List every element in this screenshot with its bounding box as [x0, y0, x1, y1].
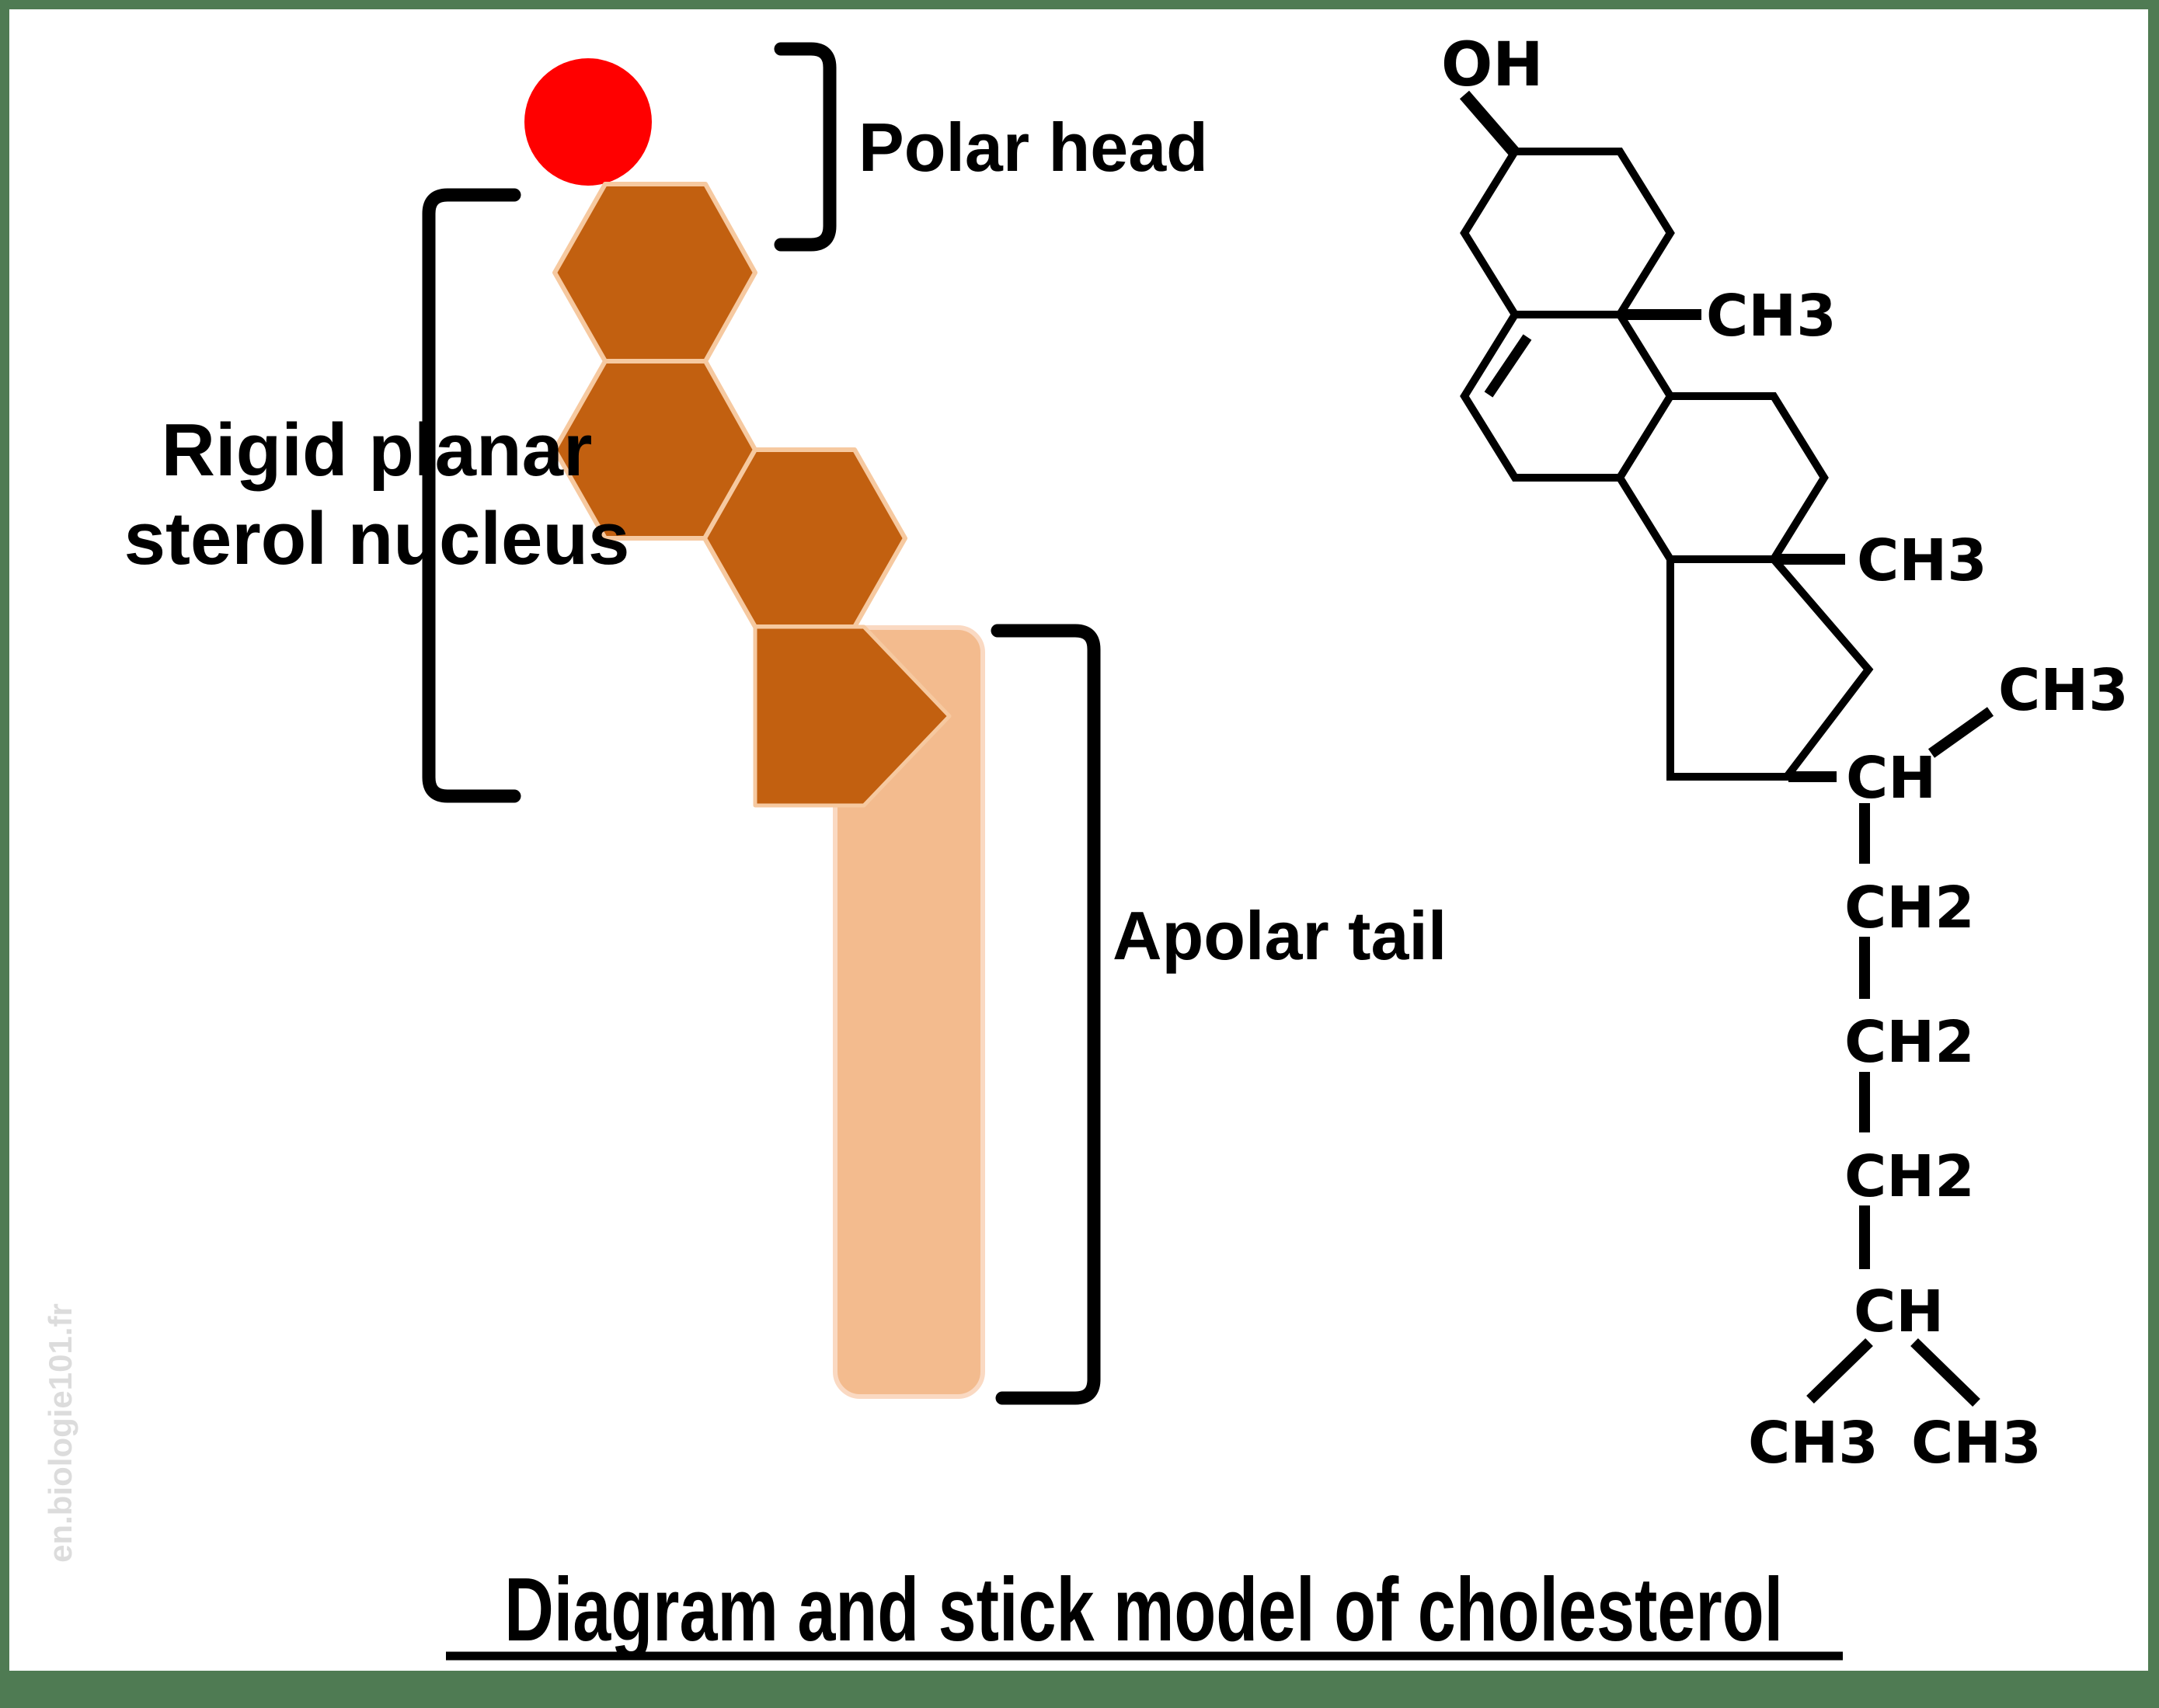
schematic-diagram: Polar head Rigid planar sterol nucleus A…	[124, 42, 1447, 1405]
methylene-label-2: CH2	[1844, 1009, 1975, 1076]
double-bond	[1484, 334, 1532, 398]
apolar-tail-label: Apolar tail	[1113, 897, 1447, 974]
methine-label-c25: CH	[1854, 1278, 1944, 1345]
sterol-pentagon-arrow	[753, 624, 952, 808]
polar-head-circle	[524, 58, 652, 186]
methylene-label-1: CH2	[1844, 875, 1975, 941]
figure-title-group: Diagram and stick model of cholesterol	[446, 1559, 1843, 1661]
rigid-planar-label-line2: sterol nucleus	[124, 497, 630, 580]
sterol-nucleus-bracket	[422, 188, 521, 803]
apolar-tail-bracket	[991, 624, 1101, 1405]
ring-b	[1460, 312, 1675, 482]
methyl-label-c21: CH3	[1998, 657, 2129, 724]
hydroxyl-bond	[1459, 90, 1520, 158]
methylene-label-3: CH2	[1844, 1143, 1975, 1210]
stick-model-labels: OH CH3 CH3 CH CH3 CH2 CH2 CH2 CH CH3 CH3	[1441, 30, 2129, 1477]
hydroxyl-label: OH	[1441, 30, 1544, 100]
stick-model	[1459, 90, 1994, 1407]
polar-head-label: Polar head	[858, 109, 1208, 186]
methyl-label-c19: CH3	[1706, 283, 1837, 350]
methine-label-c20: CH	[1846, 745, 1936, 812]
ring-c	[1616, 392, 1829, 563]
methyl-label-c27: CH3	[1911, 1410, 2042, 1477]
apolar-tail-bar	[833, 625, 985, 1399]
methyl-label-c26: CH3	[1748, 1410, 1879, 1477]
figure-title: Diagram and stick model of cholesterol	[504, 1559, 1783, 1659]
rigid-planar-label-line1: Rigid planar	[162, 409, 593, 492]
ring-d	[1666, 556, 1874, 781]
polar-head-bracket	[774, 42, 837, 252]
methyl-label-c18: CH3	[1857, 527, 1987, 594]
isopropyl-bond-left	[1806, 1338, 1873, 1404]
methyl-bond-c21	[1927, 707, 1994, 758]
watermark: en.biologie101.fr	[42, 1303, 78, 1563]
isopropyl-bond-right	[1910, 1338, 1980, 1407]
